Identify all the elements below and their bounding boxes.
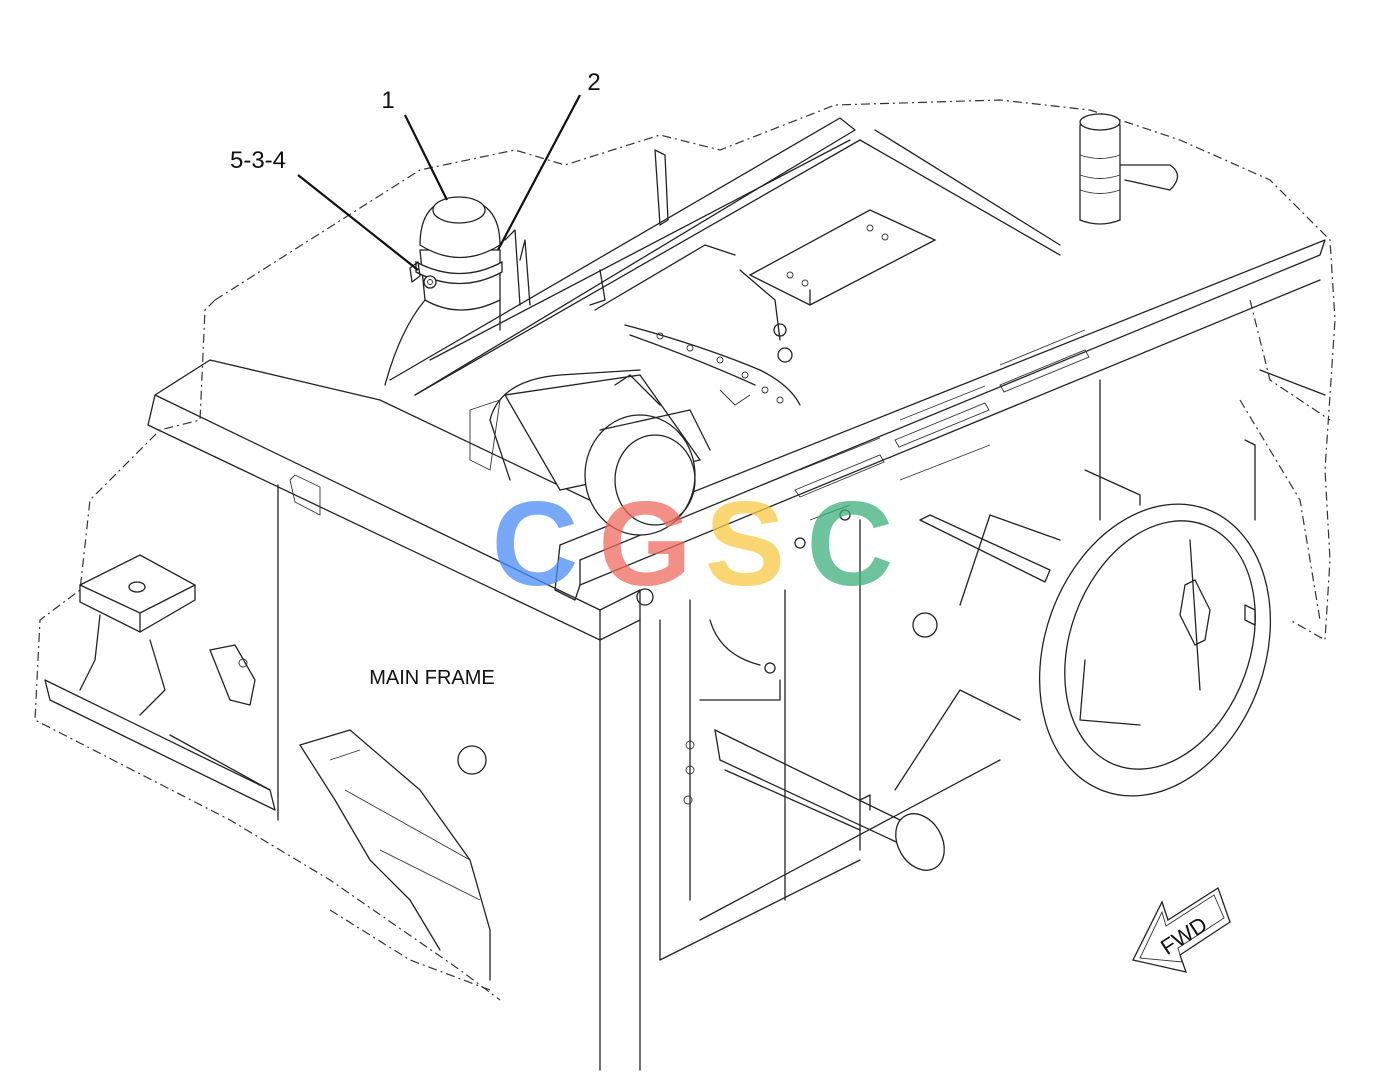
outer-outline <box>34 99 1336 1001</box>
ring-flange <box>1038 503 1272 797</box>
mount-plate <box>739 209 937 363</box>
wiring-harness <box>624 324 801 406</box>
filler-neck-assembly <box>384 196 521 386</box>
post-with-loop <box>1079 113 1179 225</box>
watermark-letter-s: S <box>705 477 785 611</box>
fwd-arrow: FWD <box>1132 887 1231 973</box>
callout-1: 1 <box>381 87 394 114</box>
main-frame-body <box>147 359 641 1071</box>
watermark-letter-c2: C <box>807 477 894 611</box>
lower-tube <box>699 619 945 871</box>
watermark-letter-g: G <box>598 477 691 611</box>
leader-2 <box>497 94 581 251</box>
left-bracket <box>44 554 276 811</box>
small-fasteners <box>636 509 851 606</box>
right-brackets <box>912 369 1326 638</box>
callout-5-3-4: 5-3-4 <box>230 147 286 174</box>
watermark: C G S C <box>492 477 894 611</box>
bottom-structure <box>659 519 1021 961</box>
main-frame-label: MAIN FRAME <box>369 667 495 689</box>
watermark-letter-c1: C <box>492 477 579 611</box>
cylinder <box>469 369 711 536</box>
callout-leaders <box>297 94 581 271</box>
callout-2: 2 <box>587 69 600 96</box>
leader-5-3-4 <box>297 174 419 271</box>
leader-1 <box>404 114 448 201</box>
cross-beam <box>554 239 1326 601</box>
